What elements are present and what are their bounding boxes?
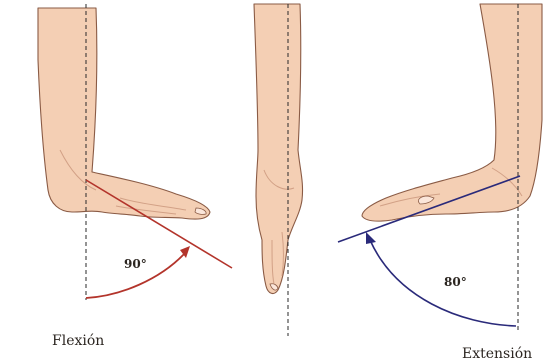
neutral-panel [254,4,303,336]
extension-caption: Extensión [462,346,532,362]
flexion-panel: 90° Flexión [38,4,232,349]
flexion-forearm [38,8,210,219]
extension-forearm [362,4,542,221]
flexion-caption: Flexión [52,333,104,349]
extension-angle-label: 80° [444,275,467,289]
extension-angle-arc [370,240,516,326]
extension-panel: 80° Extensión [338,4,542,362]
neutral-forearm-hand [254,4,303,293]
extension-arrow-head [366,232,376,244]
flexion-angle-label: 90° [124,257,147,271]
